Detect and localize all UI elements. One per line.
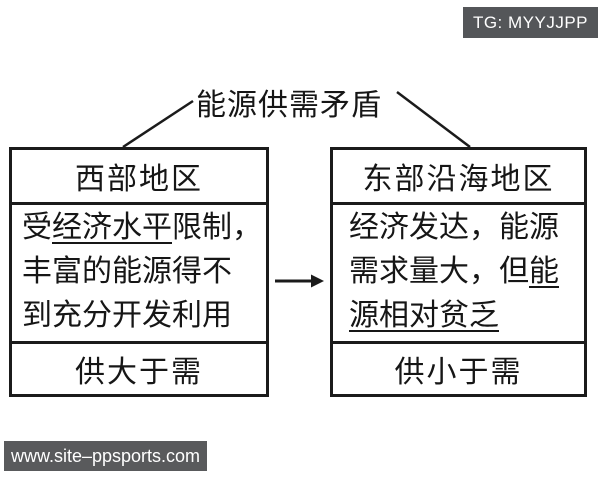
tg-badge: TG: MYYJJPP [463,7,598,38]
east-line3-underlined-text: 源相对贫乏 [349,299,499,332]
east-line2-underlined-text: 能 [529,255,559,288]
connector-line-left [122,99,194,149]
east-region-footer: 供小于需 [333,341,584,394]
west-region-body: 受经济水平限制， 丰富的能源得不 到充分开发利用 [12,205,266,341]
east-region-body: 经济发达，能源 需求量大，但能 源相对贫乏 [333,205,584,341]
west-body-line-3: 到充分开发利用 [22,299,232,332]
east-body-line-1: 经济发达，能源 [349,211,559,244]
east-region-header: 东部沿海地区 [333,150,584,205]
diagram-title: 能源供需矛盾 [196,89,382,122]
west-region-footer: 供大于需 [12,341,266,394]
west-line1-post: 限制， [172,211,262,244]
connector-line-right [396,91,471,148]
east-line2-pre: 需求量大，但 [349,255,529,288]
west-region-header: 西部地区 [12,150,266,205]
west-line1-pre: 受 [22,211,52,244]
watermark: www.site–ppsports.com [4,441,207,471]
west-region-box: 西部地区 受经济水平限制， 丰富的能源得不 到充分开发利用 供大于需 [9,147,269,397]
west-body-line-2: 丰富的能源得不 [22,255,232,288]
flow-arrow-head [311,274,324,288]
east-body-line-2: 需求量大，但能 [349,250,584,294]
east-body-line-3: 源相对贫乏 [349,294,584,338]
west-body-line-1: 受经济水平限制， [22,206,266,250]
east-region-box: 东部沿海地区 经济发达，能源 需求量大，但能 源相对贫乏 供小于需 [330,147,587,397]
west-line1-underlined-text: 经济水平 [52,211,172,244]
